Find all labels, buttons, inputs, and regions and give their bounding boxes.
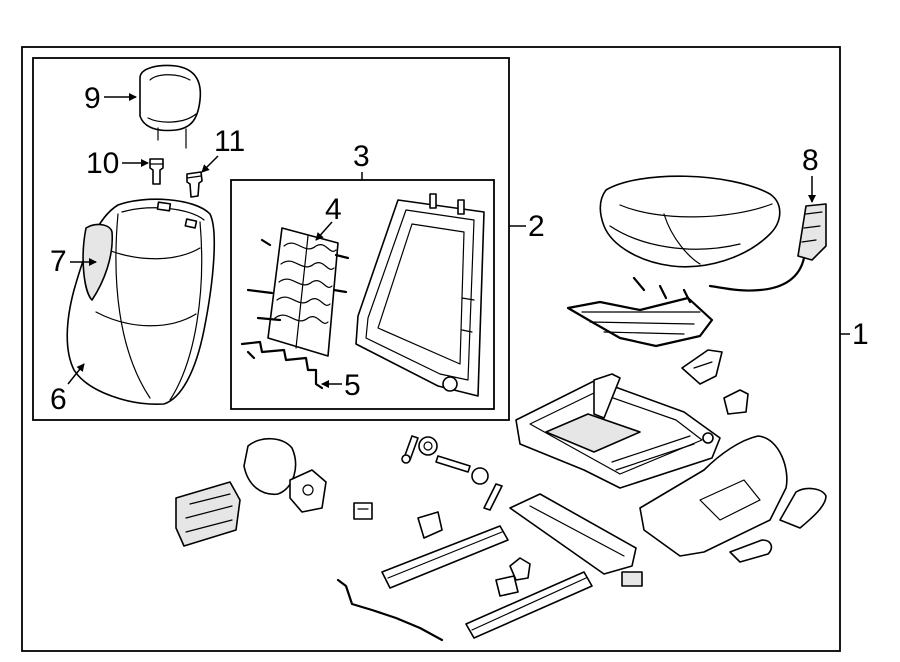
callout-9: 9 xyxy=(84,82,101,115)
clip-part[interactable] xyxy=(353,502,373,520)
recliner-cover-part[interactable] xyxy=(175,437,297,547)
callout-7: 7 xyxy=(50,245,67,278)
seat-track-right-part[interactable] xyxy=(465,571,593,639)
headrest-guide-left-part[interactable] xyxy=(149,158,164,185)
clip-bracket-part[interactable] xyxy=(417,511,443,539)
callout-3: 3 xyxy=(353,140,370,173)
callout-5: 5 xyxy=(344,369,361,402)
seat-back-frame-part[interactable] xyxy=(355,193,485,397)
slide-lever-part[interactable] xyxy=(729,539,773,563)
bracket-right-upper-part[interactable] xyxy=(681,349,723,385)
bracket-right-small-part[interactable] xyxy=(723,389,749,415)
outer-assembly-frame xyxy=(21,46,841,652)
leader-11 xyxy=(201,155,219,173)
bracket-small-lower-part[interactable] xyxy=(495,575,519,597)
link-rod-left-part[interactable] xyxy=(401,435,419,464)
recliner-knob-part[interactable] xyxy=(779,487,827,529)
callout-11: 11 xyxy=(214,125,245,158)
pivot-shaft-part[interactable] xyxy=(435,455,489,485)
slide-clip-part[interactable] xyxy=(621,571,643,587)
seat-back-cover-part[interactable] xyxy=(66,198,216,405)
callout-4: 4 xyxy=(325,193,342,226)
rail-brace-part[interactable] xyxy=(509,493,637,575)
lumbar-support-part[interactable] xyxy=(246,227,350,357)
spring-wire-part[interactable] xyxy=(240,340,324,390)
seat-track-left-part[interactable] xyxy=(381,525,509,589)
seat-pan-frame-part[interactable] xyxy=(515,373,721,489)
leader-6 xyxy=(67,363,85,385)
callout-1: 1 xyxy=(852,318,869,351)
seat-back-group-frame xyxy=(32,57,510,421)
bolt-nut-part[interactable] xyxy=(418,436,438,456)
headrest-part[interactable] xyxy=(139,64,202,149)
leader-4 xyxy=(315,221,333,241)
cushion-spring-part[interactable] xyxy=(566,276,714,348)
side-shield-part[interactable] xyxy=(639,435,788,557)
callout-2: 2 xyxy=(528,210,545,243)
harness-wire-part[interactable] xyxy=(336,578,444,642)
headrest-guide-right-part[interactable] xyxy=(186,171,203,198)
link-rod-right-part[interactable] xyxy=(483,483,503,511)
callout-8: 8 xyxy=(802,144,819,177)
seat-switch-part[interactable] xyxy=(708,203,827,292)
recliner-bracket-part[interactable] xyxy=(289,469,327,513)
callout-6: 6 xyxy=(50,383,67,416)
callout-10: 10 xyxy=(86,147,119,180)
seat-cushion-pad-part[interactable] xyxy=(599,175,781,268)
